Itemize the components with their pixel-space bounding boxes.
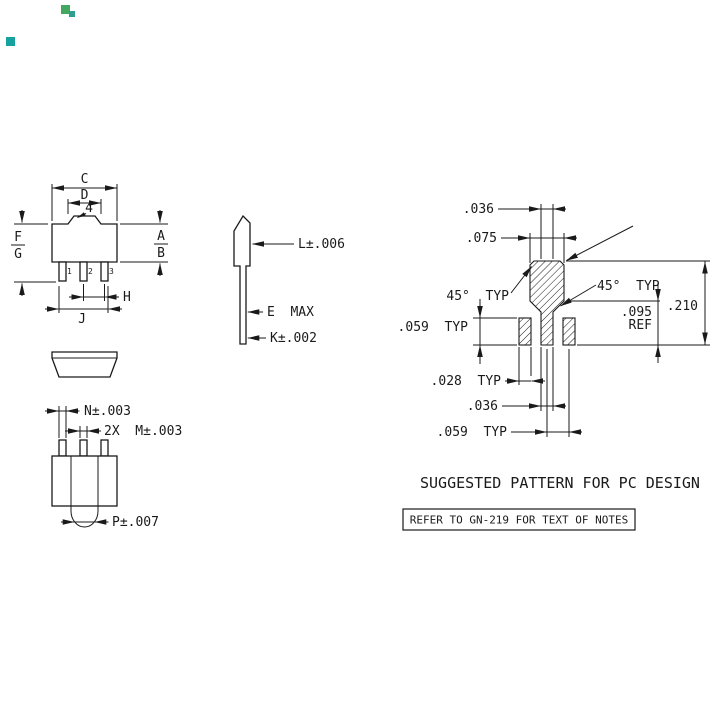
- center-pad: [529, 260, 565, 346]
- package-body-outline: [51, 215, 118, 263]
- note-border: [402, 508, 636, 531]
- pin-2-number: 2: [88, 267, 93, 276]
- dimension-059-left: .059 TYP: [398, 299, 517, 364]
- bottom-body: [51, 455, 118, 507]
- pin-2: [79, 261, 88, 282]
- label-c: C: [81, 172, 89, 187]
- front-view: 1 2 3 C D 4 F: [11, 172, 168, 327]
- dimension-036-top: .036: [463, 202, 566, 217]
- label-a: A: [157, 229, 165, 244]
- label-095-ref: REF: [629, 318, 653, 333]
- scan-mark-top-2: [69, 11, 75, 17]
- label-m: 2X M±.003: [104, 424, 182, 439]
- pattern-caption: SUGGESTED PATTERN FOR PC DESIGN: [420, 474, 700, 492]
- bottom-view: N±.003 2X M±.003 P±.007: [45, 404, 182, 530]
- dimension-c: C: [51, 172, 118, 221]
- label-b: B: [157, 246, 165, 261]
- top-view-outline: [51, 351, 118, 378]
- label-pin-4: 4: [85, 201, 93, 216]
- scan-mark-left: [6, 37, 15, 46]
- pin-3: [100, 261, 109, 282]
- side-view: L±.006 E MAX K±.002: [233, 214, 345, 346]
- notes-reference-box: REFER TO GN-219 FOR TEXT OF NOTES: [402, 508, 636, 531]
- dimension-f-g: F G: [11, 210, 56, 296]
- label-095: .095: [621, 305, 652, 320]
- dimension-m: 2X M±.003: [65, 424, 182, 439]
- label-036-top: .036: [463, 202, 494, 217]
- label-059-left: .059 TYP: [398, 320, 469, 335]
- dimension-l: L±.006: [252, 237, 345, 252]
- bottom-pin-2: [79, 439, 88, 457]
- bottom-pin-1: [58, 439, 67, 457]
- label-036-bottom: .036: [467, 399, 498, 414]
- dimension-h: H: [69, 284, 131, 305]
- label-45-left: 45° TYP: [446, 289, 509, 304]
- projection-lines: [529, 204, 565, 263]
- pin-1-number: 1: [67, 267, 72, 276]
- molded-body-plan: [51, 351, 118, 378]
- dimension-036-bottom: .036: [467, 347, 566, 414]
- pin-3-number: 3: [109, 267, 114, 276]
- label-d: D: [81, 188, 89, 203]
- pin-1: [58, 261, 67, 282]
- label-e-max: E MAX: [267, 305, 314, 320]
- pc-pattern: .036 .075 45° TYP 45° TYP .059 TYP: [398, 202, 710, 440]
- scan-artifacts: [6, 5, 75, 46]
- label-075: .075: [466, 231, 497, 246]
- label-028: .028 TYP: [431, 374, 502, 389]
- dimension-n: N±.003: [45, 404, 131, 438]
- note-text: REFER TO GN-219 FOR TEXT OF NOTES: [410, 514, 629, 527]
- label-k: K±.002: [270, 331, 317, 346]
- label-g: G: [14, 247, 22, 262]
- dimension-210: .210: [566, 260, 710, 346]
- pin-4-callout: 4: [77, 201, 93, 218]
- callout-45-left: 45° TYP: [446, 266, 532, 304]
- side-profile-outline: [233, 214, 251, 345]
- label-059-bottom: .059 TYP: [437, 425, 508, 440]
- label-n: N±.003: [84, 404, 131, 419]
- dimension-059-bottom: .059 TYP: [437, 349, 582, 440]
- dimension-028: .028 TYP: [431, 347, 545, 389]
- dimension-095-ref: .095 REF: [566, 282, 661, 363]
- label-45-right: 45° TYP: [597, 279, 660, 294]
- scan-mark-top: [61, 5, 70, 14]
- dimension-a-b: A B: [120, 210, 168, 276]
- label-p: P±.007: [112, 515, 159, 530]
- dimension-k: K±.002: [247, 331, 317, 346]
- dimension-p: P±.007: [61, 515, 159, 530]
- callout-45-right: 45° TYP: [560, 225, 660, 307]
- dimension-j: J: [45, 286, 122, 327]
- dimension-075: .075: [466, 231, 577, 246]
- label-210: .210: [667, 299, 698, 314]
- heatsink-tab-outline: [70, 456, 99, 528]
- label-l: L±.006: [298, 237, 345, 252]
- left-pad: [518, 317, 532, 346]
- label-f: F: [14, 230, 22, 245]
- label-j: J: [78, 312, 86, 327]
- dimension-e-max: E MAX: [247, 305, 314, 320]
- bottom-pin-3: [100, 439, 109, 457]
- right-pad: [562, 317, 576, 346]
- label-h: H: [123, 290, 131, 305]
- dimension-d: D: [67, 188, 102, 214]
